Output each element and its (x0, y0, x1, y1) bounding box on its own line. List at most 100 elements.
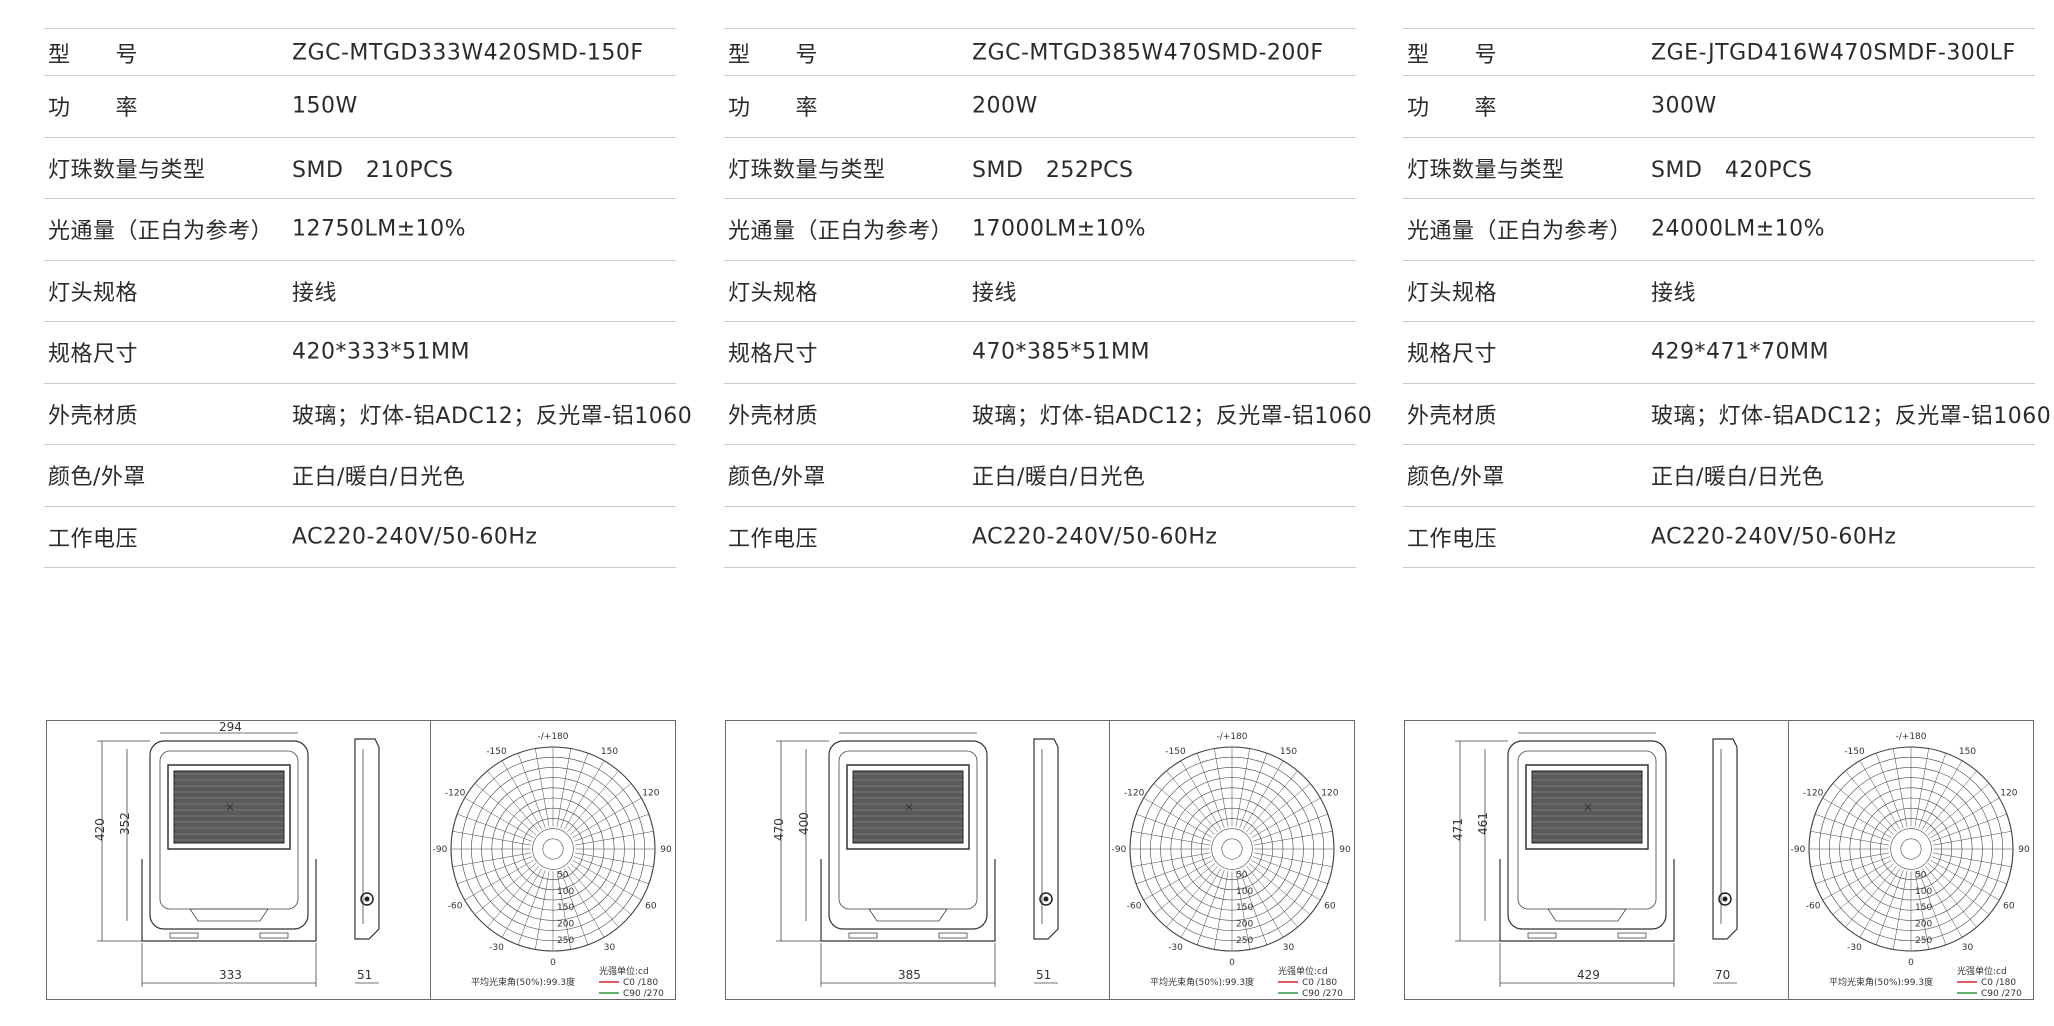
spec-value: 接线 (292, 280, 338, 306)
polar-angle-label: 30 (604, 943, 616, 953)
spec-value: AC220-240V/50-60Hz (972, 524, 1218, 550)
spec-value: 12750LM±10% (292, 216, 467, 242)
polar-spoke (457, 813, 532, 842)
dim-side-depth: 51 (1036, 968, 1051, 982)
dim-inner-height: 352 (118, 812, 132, 835)
polar-spoke (570, 863, 632, 915)
polar-angle-label: 120 (1321, 789, 1338, 799)
polar-spoke (1832, 783, 1894, 835)
spec-value: 150W (292, 93, 358, 119)
dim-outer-height: 471 (1451, 818, 1465, 841)
polar-spoke (1832, 863, 1894, 915)
polar-spoke (452, 852, 531, 867)
spec-row-color: 颜色/外罩正白/暖白/日光色 (1403, 445, 2035, 507)
spec-row-flux: 光通量（正白为参考）24000LM±10% (1403, 199, 2035, 261)
polar-spoke (1239, 753, 1268, 828)
polar-spoke (501, 868, 542, 938)
polar-spoke (1914, 871, 1929, 950)
side-view-outline (1033, 738, 1059, 940)
center-mark: × (904, 800, 914, 814)
polar-unit: 光强单位:cd (1278, 965, 1328, 977)
spec-label: 规格尺寸 (1407, 342, 1498, 368)
polar-ring-label: 200 (1236, 920, 1253, 930)
bracket-slot (848, 932, 878, 939)
spec-row-base: 灯头规格 接线 (44, 261, 676, 322)
polar-spoke (464, 860, 534, 901)
spec-label: 灯头规格 (1407, 280, 1498, 306)
polar-spoke (1918, 753, 1947, 828)
polar-ring-label: 250 (1236, 936, 1253, 946)
lamp-handle (1547, 908, 1627, 922)
polar-angle-label: 30 (1283, 943, 1295, 953)
legend-c0: C0 /180 (1981, 978, 2016, 988)
polar-angle-label: -120 (445, 789, 466, 799)
polar-spoke (1251, 797, 1321, 838)
spec-label: 规格尺寸 (48, 342, 139, 368)
polar-spoke (1214, 871, 1229, 950)
polar-spoke (556, 748, 571, 827)
polar-angle-label: -60 (1127, 902, 1142, 912)
polar-angle-label: -/+180 (1896, 732, 1927, 742)
polar-ring (1890, 828, 1932, 870)
polar-angle-label: 90 (2018, 845, 2030, 855)
polar-spoke (1253, 856, 1328, 885)
polar-angle-label: 60 (1324, 902, 1336, 912)
polar-ring-label: 150 (1236, 903, 1253, 913)
polar-angle-label: 30 (1962, 943, 1974, 953)
polar-angle-label: 0 (1229, 958, 1235, 968)
polar-spoke (1235, 871, 1250, 950)
spec-label: 灯头规格 (48, 280, 139, 306)
spec-value: 接线 (972, 280, 1018, 306)
spec-value: 470*385*51MM (972, 339, 1150, 365)
spec-label: 颜色/外罩 (48, 465, 146, 491)
lamp-body-outline (1507, 740, 1667, 930)
polar-angle-label: -90 (1112, 845, 1127, 855)
lamp-handle (189, 908, 269, 922)
side-view-outline (1712, 738, 1738, 940)
spec-value: 17000LM±10% (972, 216, 1147, 242)
polar-spoke (1815, 856, 1890, 885)
polar-spoke (1143, 860, 1213, 901)
polar-spoke (564, 868, 605, 938)
spec-row-base: 灯头规格接线 (724, 261, 1356, 322)
dim-bottom-width: 429 (1577, 968, 1600, 982)
polar-ring-label: 50 (557, 871, 569, 881)
polar-spoke (1180, 868, 1221, 938)
mounting-bracket (141, 859, 317, 942)
polar-spoke (572, 860, 642, 901)
spec-value: ZGC-MTGD333W420SMD-150F (292, 40, 644, 66)
polar-angle-label: 60 (2003, 902, 2015, 912)
polar-spoke (464, 797, 534, 838)
polar-angle-label: -/+180 (1217, 732, 1248, 742)
spec-label: 工作电压 (48, 526, 139, 552)
bracket-slot (259, 932, 289, 939)
polar-angle-label: 150 (601, 747, 618, 757)
bracket-slot (1527, 932, 1557, 939)
dim-top-width: 294 (219, 721, 242, 734)
polar-spoke (1875, 753, 1904, 828)
spec-label: 颜色/外罩 (728, 465, 826, 491)
led-array (1531, 770, 1643, 844)
polar-spoke (1131, 852, 1210, 867)
led-array (173, 770, 285, 844)
polar-ring (1201, 818, 1263, 880)
spec-label: 光通量（正白为参考） (48, 219, 274, 245)
polar-spoke (567, 866, 619, 928)
polar-spoke (1153, 783, 1215, 835)
polar-unit: 光强单位:cd (599, 965, 649, 977)
spec-label: 灯珠数量与类型 (1407, 157, 1565, 183)
polar-angle-label: 150 (1959, 747, 1976, 757)
side-view-knob (1718, 892, 1732, 906)
led-array (852, 770, 964, 844)
